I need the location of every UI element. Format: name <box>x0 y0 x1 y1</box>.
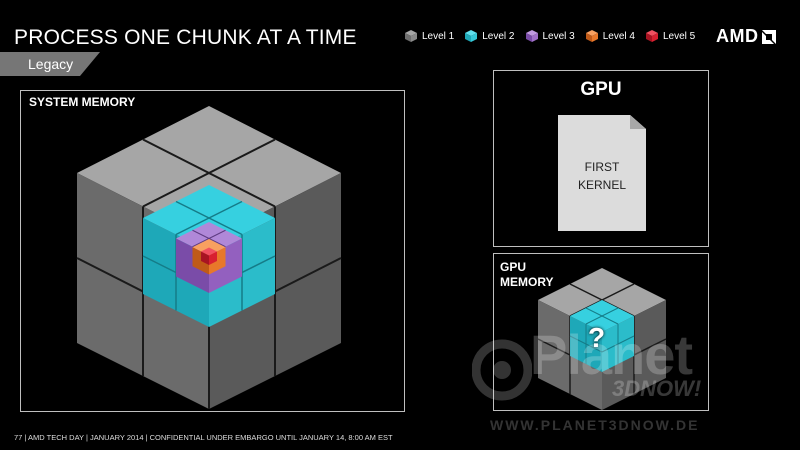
legend-label: Level 5 <box>663 30 696 42</box>
kernel-line-2: KERNEL <box>577 178 627 192</box>
slide-footer: 77 | AMD TECH DAY | JANUARY 2014 | CONFI… <box>14 433 393 442</box>
legend-item-level-2: Level 2 <box>464 29 515 43</box>
question-mark: ? <box>588 322 606 353</box>
cube-icon <box>646 30 658 42</box>
kernel-label: FIRST KERNEL <box>558 158 646 194</box>
legend-item-level-5: Level 5 <box>645 29 695 43</box>
gpu-memory-line-2: MEMORY <box>500 275 554 289</box>
amd-logo: AMD <box>716 26 777 47</box>
cube-icon <box>525 30 538 42</box>
legend-label: Level 3 <box>542 30 575 42</box>
system-memory-label: SYSTEM MEMORY <box>29 95 136 109</box>
legend: Level 1 Level 2 Level 3 Level 4 Level 5 <box>404 29 705 43</box>
system-memory-panel: SYSTEM MEMORY <box>20 90 405 412</box>
amd-arrow-icon <box>761 29 776 44</box>
logo-text: AMD <box>716 26 759 46</box>
watermark-url: WWW.PLANET3DNOW.DE <box>490 417 700 433</box>
kernel-document-icon <box>558 115 646 231</box>
cube-icon <box>465 30 478 42</box>
legend-label: Level 4 <box>602 30 635 42</box>
gpu-memory-label: GPU MEMORY <box>500 260 554 290</box>
cube-icon <box>585 30 598 42</box>
legacy-tag: Legacy <box>0 52 100 76</box>
system-memory-cube <box>76 106 342 409</box>
slide-title: PROCESS ONE CHUNK AT A TIME <box>14 26 357 49</box>
gpu-panel: GPU FIRST KERNEL <box>493 70 709 247</box>
gpu-memory-cube <box>537 268 667 410</box>
gpu-title: GPU <box>580 79 622 100</box>
legend-item-level-3: Level 3 <box>525 29 575 43</box>
legend-label: Level 1 <box>422 30 455 42</box>
kernel-line-1: FIRST <box>584 160 620 174</box>
legend-item-level-1: Level 1 <box>404 29 454 43</box>
legend-label: Level 2 <box>482 30 515 42</box>
gpu-memory-panel: GPU MEMORY <box>493 253 709 411</box>
legend-item-level-4: Level 4 <box>585 29 635 43</box>
gpu-memory-line-1: GPU <box>500 260 527 274</box>
cube-icon <box>405 30 417 42</box>
